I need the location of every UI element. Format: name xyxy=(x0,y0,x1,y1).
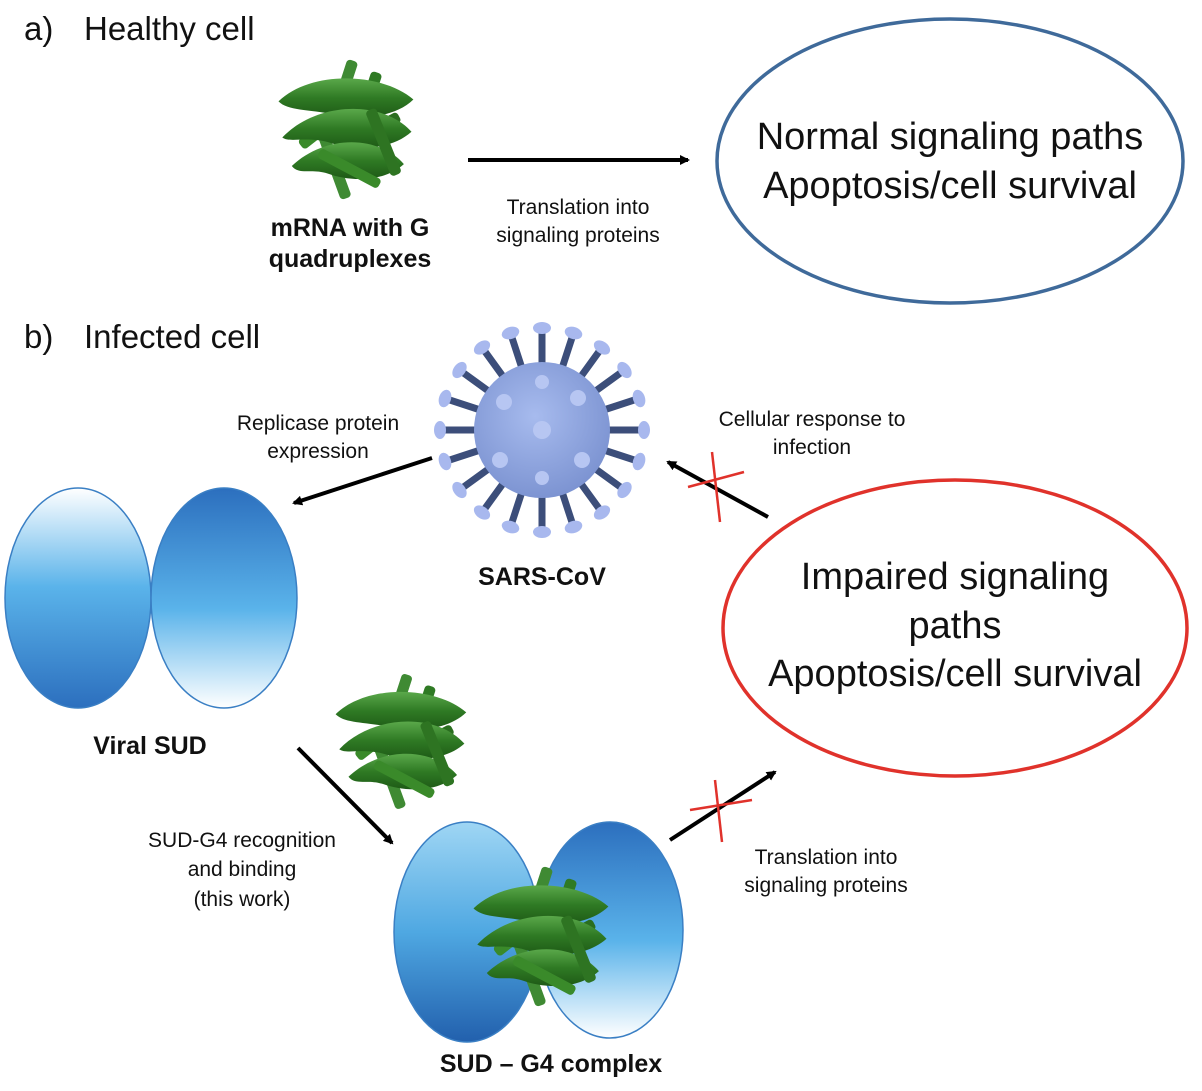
section-b-letter: b) xyxy=(24,318,54,355)
cellular-response-line2: infection xyxy=(772,436,852,460)
impaired-outcome-line3: Apoptosis/cell survival xyxy=(768,653,1142,696)
section-a-letter: a) xyxy=(24,10,54,47)
translation-blocked-line1: Translation into xyxy=(754,846,898,869)
virus-spike-tip xyxy=(617,361,632,379)
section-a-title: Healthy cell xyxy=(84,10,255,47)
viral-sud-label: Viral SUD xyxy=(93,732,207,760)
recognition-arrow xyxy=(296,746,394,845)
healthy-outcome-text: Normal signaling paths Apoptosis/cell su… xyxy=(717,113,1183,210)
virus-spike-tip xyxy=(593,505,611,520)
cellular-response-line1: Cellular response to xyxy=(718,408,906,431)
g4-quadruplex-icon xyxy=(278,58,414,201)
healthy-outcome-line1: Normal signaling paths xyxy=(756,116,1144,158)
virus-spike-tip xyxy=(632,452,646,471)
mrna-label: mRNA with G quadruplexes xyxy=(232,213,468,276)
recognition-line1: SUD-G4 recognition xyxy=(148,829,336,852)
virus-spike-tip xyxy=(564,520,583,534)
mrna-label-line1: mRNA with G xyxy=(270,214,430,242)
translation-label: Translation into signaling proteins xyxy=(468,194,688,251)
healthy-outcome-ellipse xyxy=(715,17,1185,305)
virus-spike-tip xyxy=(452,481,467,499)
virus-spike-tip xyxy=(533,322,551,334)
virus-spike-tip xyxy=(632,389,646,408)
recognition-line2: and binding xyxy=(187,858,297,882)
impaired-outcome-text: Impaired signaling paths Apoptosis/cell … xyxy=(723,553,1187,699)
sars-cov-virus-icon xyxy=(434,322,650,538)
virus-label: SARS-CoV xyxy=(478,563,606,591)
impaired-outcome-ellipse xyxy=(721,478,1189,778)
mrna-label-line2: quadruplexes xyxy=(268,245,432,274)
sud-g4-complex-icon xyxy=(393,821,684,1043)
impaired-outcome-line1: Impaired signaling xyxy=(800,556,1110,598)
virus-spike-tip xyxy=(452,361,467,379)
block-cross-icon xyxy=(687,451,745,523)
replicase-label-line1: Replicase protein xyxy=(236,412,400,435)
replicase-arrow xyxy=(292,456,433,506)
virus-spike-tip xyxy=(564,326,583,340)
replicase-label: Replicase protein expression xyxy=(208,410,428,467)
sud-protein-icon xyxy=(4,487,298,709)
translation-blocked-label: Translation into signaling proteins xyxy=(716,844,936,901)
virus-spike-tip xyxy=(438,389,452,408)
virus-spike-tip xyxy=(501,520,520,534)
virus-spike-tip xyxy=(617,481,632,499)
translation-blocked-line2: signaling proteins xyxy=(744,874,908,898)
complex-label: SUD – G4 complex xyxy=(439,1050,663,1078)
virus-spike-tip xyxy=(434,421,446,439)
virus-spike-tip xyxy=(501,326,520,340)
translation-label-line2: signaling proteins xyxy=(496,224,660,248)
recognition-label: SUD-G4 recognition and binding (this wor… xyxy=(122,826,362,914)
virus-spike-tip xyxy=(473,505,491,520)
virus-spike-tip xyxy=(593,340,611,355)
block-cross-icon-2 xyxy=(689,779,753,843)
virus-spike-tip xyxy=(638,421,650,439)
g4-quadruplex-icon-free xyxy=(335,673,467,810)
healthy-outcome-line2: Apoptosis/cell survival xyxy=(763,164,1137,207)
translation-label-line1: Translation into xyxy=(506,196,650,219)
virus-spike-tip xyxy=(438,452,452,471)
cellular-response-label: Cellular response to infection xyxy=(692,406,932,463)
virus-spike-tip xyxy=(533,526,551,538)
cellular-response-arrow xyxy=(666,460,769,519)
impaired-outcome-line2: paths xyxy=(908,604,1002,647)
replicase-label-line2: expression xyxy=(267,440,369,464)
recognition-line3: (this work) xyxy=(193,887,291,911)
virus-spike-tip xyxy=(473,340,491,355)
section-b-title: Infected cell xyxy=(84,318,261,355)
